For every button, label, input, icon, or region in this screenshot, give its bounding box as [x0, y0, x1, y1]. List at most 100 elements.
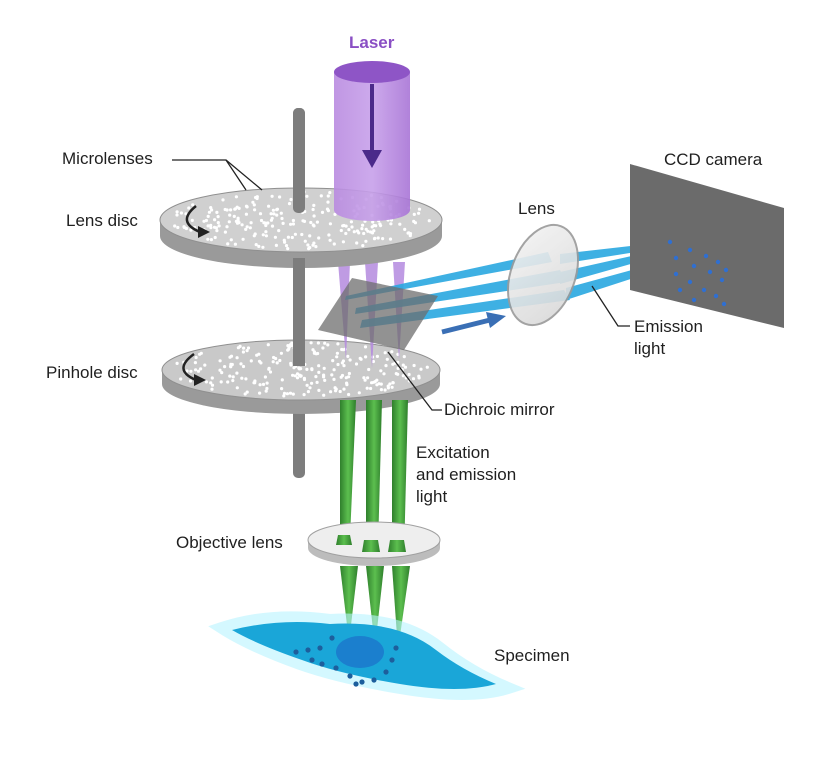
- pattern-dot: [293, 374, 297, 378]
- pattern-dot: [299, 367, 303, 371]
- pattern-dot: [236, 216, 240, 220]
- ccd-dot: [723, 267, 729, 273]
- pattern-dot: [312, 241, 316, 245]
- pattern-dot: [245, 225, 249, 229]
- pattern-dot: [218, 368, 222, 372]
- pattern-dot: [282, 394, 286, 398]
- pattern-dot: [194, 355, 198, 360]
- pattern-dot: [334, 389, 338, 393]
- pattern-dot: [401, 374, 405, 378]
- pattern-dot: [209, 381, 213, 385]
- right-arrow-icon: [441, 317, 491, 335]
- lens-label: Lens: [518, 199, 555, 218]
- pattern-dot: [286, 247, 290, 251]
- pattern-dot: [267, 367, 271, 371]
- pattern-dot: [282, 391, 287, 395]
- pattern-dot: [350, 225, 354, 229]
- dichroic-mirror: [318, 278, 438, 350]
- pattern-dot: [412, 212, 416, 216]
- pattern-dot: [248, 226, 252, 230]
- collection-lens: [507, 223, 579, 327]
- pattern-dot: [383, 388, 387, 392]
- pattern-dot: [280, 216, 284, 221]
- dichroic-mirror-label: Dichroic mirror: [444, 400, 555, 419]
- pattern-dot: [286, 344, 290, 348]
- pattern-dot: [289, 363, 293, 367]
- pattern-dot: [332, 242, 336, 246]
- specimen-dot: [305, 647, 311, 653]
- pattern-dot: [371, 220, 375, 224]
- pattern-dot: [375, 383, 379, 387]
- pattern-dot: [342, 387, 346, 391]
- pattern-dot: [206, 224, 210, 228]
- pattern-dot: [235, 356, 239, 360]
- pattern-dot: [240, 376, 244, 380]
- pattern-dot: [223, 230, 227, 234]
- pattern-dot: [384, 364, 388, 368]
- pattern-dot: [295, 376, 300, 380]
- pattern-dot: [390, 385, 394, 389]
- pattern-dot: [379, 388, 383, 392]
- pattern-dot: [175, 210, 179, 214]
- pattern-dot: [311, 223, 315, 227]
- pattern-dot: [290, 343, 294, 348]
- pattern-dot: [175, 213, 179, 217]
- pattern-dot: [223, 365, 227, 369]
- pattern-dot: [372, 223, 376, 228]
- pattern-dot: [315, 380, 319, 384]
- pattern-dot: [264, 389, 268, 393]
- pattern-dot: [241, 350, 245, 354]
- pattern-dot: [236, 346, 240, 350]
- pattern-dot: [293, 232, 297, 236]
- pattern-dot: [326, 194, 330, 198]
- pattern-dot: [229, 365, 233, 369]
- pattern-dot: [280, 378, 284, 382]
- excitation-label-line1: Excitation: [416, 443, 490, 462]
- pattern-dot: [271, 360, 275, 364]
- pattern-dot: [333, 212, 337, 216]
- pattern-dot: [379, 382, 383, 386]
- pattern-dot: [261, 245, 265, 249]
- pattern-dot: [402, 355, 406, 359]
- pattern-dot: [322, 366, 326, 370]
- pattern-dot: [252, 203, 256, 207]
- pattern-dot: [362, 231, 366, 236]
- pattern-dot: [289, 222, 293, 226]
- pattern-dot: [329, 390, 333, 394]
- specimen-dot: [329, 635, 335, 641]
- pattern-dot: [213, 218, 217, 222]
- ccd-camera-label: CCD camera: [664, 150, 763, 169]
- pattern-dot: [412, 363, 416, 368]
- pattern-dot: [403, 227, 407, 231]
- microlenses-label: Microlenses: [62, 149, 153, 168]
- specimen-dot: [359, 679, 365, 685]
- specimen: [208, 611, 526, 700]
- pattern-dot: [300, 232, 304, 237]
- excitation-label-line2: and emission: [416, 465, 517, 484]
- down-arrow-icon: [362, 150, 382, 168]
- pattern-dot: [196, 369, 201, 373]
- pattern-dot: [215, 229, 219, 233]
- pattern-dot: [240, 223, 244, 227]
- pattern-dot: [383, 351, 387, 355]
- pattern-dot: [347, 375, 351, 379]
- pattern-dot: [263, 375, 267, 379]
- pattern-dot: [312, 203, 316, 207]
- pattern-dot: [283, 240, 287, 244]
- pattern-dot: [369, 230, 373, 234]
- pattern-dot: [363, 345, 368, 349]
- ccd-dot: [713, 293, 719, 299]
- pattern-dot: [346, 354, 350, 358]
- pattern-dot: [176, 225, 180, 230]
- pattern-dot: [286, 235, 290, 239]
- pattern-dot: [378, 222, 382, 226]
- pattern-dot: [328, 191, 332, 195]
- pattern-dot: [277, 229, 281, 233]
- pattern-dot: [206, 237, 210, 241]
- pattern-dot: [184, 226, 188, 231]
- pattern-dot: [372, 229, 376, 233]
- ccd-dot: [673, 271, 679, 277]
- specimen-dot: [347, 673, 353, 679]
- pattern-dot: [203, 363, 207, 367]
- laser-label: Laser: [349, 33, 395, 52]
